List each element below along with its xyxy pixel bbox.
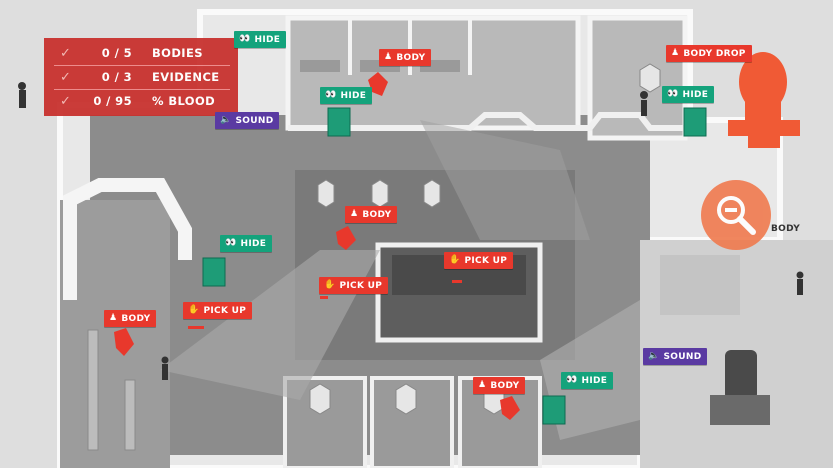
objective-blood: ✓ 0 / 95 % BLOOD [44, 89, 238, 113]
hand-icon: ✋ [449, 255, 461, 265]
eyes-icon: 👀 [566, 375, 578, 385]
pickup-marker[interactable]: ✋PICK UP [183, 302, 253, 319]
body-drop-marker[interactable]: ♟BODY DROP [666, 45, 752, 62]
hide-marker[interactable]: 👀HIDE [220, 235, 273, 252]
objective-marker[interactable] [701, 180, 771, 250]
check-icon: ✓ [60, 45, 72, 61]
hide-marker[interactable]: 👀HIDE [561, 372, 614, 389]
hide-marker[interactable]: 👀HIDE [234, 31, 287, 48]
person-icon: ♟ [478, 380, 487, 390]
hand-icon: ✋ [188, 305, 200, 315]
person-icon: ♟ [671, 48, 680, 58]
objective-bodies: ✓ 0 / 5 BODIES [44, 41, 238, 65]
check-icon: ✓ [60, 93, 72, 109]
hide-marker[interactable]: 👀HIDE [662, 86, 715, 103]
sound-marker[interactable]: 🔈SOUND [643, 348, 708, 365]
bodies-label: BODIES [152, 46, 203, 60]
magnifier-icon [717, 196, 756, 235]
body-marker[interactable]: ♟BODY [104, 310, 157, 327]
divider [54, 65, 230, 66]
sound-marker[interactable]: 🔈SOUND [215, 112, 280, 129]
body-marker[interactable]: ♟BODY [345, 206, 398, 223]
speaker-icon: 🔈 [220, 115, 232, 125]
divider [54, 89, 230, 90]
body-marker[interactable]: ♟BODY [473, 377, 526, 394]
pickup-marker[interactable]: ✋PICK UP [444, 252, 514, 269]
person-icon: ♟ [384, 52, 393, 62]
eyes-icon: 👀 [239, 34, 251, 44]
speaker-icon: 🔈 [648, 351, 660, 361]
objective-evidence: ✓ 0 / 3 EVIDENCE [44, 65, 238, 89]
pickup-marker[interactable]: ✋PICK UP [319, 277, 389, 294]
hide-marker[interactable]: 👀HIDE [320, 87, 373, 104]
body-label-outside: BODY [771, 224, 801, 234]
evidence-count: 0 / 3 [101, 70, 132, 84]
person-icon: ♟ [109, 313, 118, 323]
eyes-icon: 👀 [225, 238, 237, 248]
eyes-icon: 👀 [667, 89, 679, 99]
eyes-icon: 👀 [325, 90, 337, 100]
check-icon: ✓ [60, 69, 72, 85]
hand-icon: ✋ [324, 280, 336, 290]
body-marker[interactable]: ♟BODY [379, 49, 432, 66]
blood-count: 0 / 95 [93, 94, 132, 108]
evidence-label: EVIDENCE [152, 70, 220, 84]
blood-label: % BLOOD [152, 94, 216, 108]
bodies-count: 0 / 5 [101, 46, 132, 60]
person-icon: ♟ [350, 209, 359, 219]
objective-panel: ✓ 0 / 5 BODIES ✓ 0 / 3 EVIDENCE ✓ 0 / 95… [44, 38, 238, 116]
